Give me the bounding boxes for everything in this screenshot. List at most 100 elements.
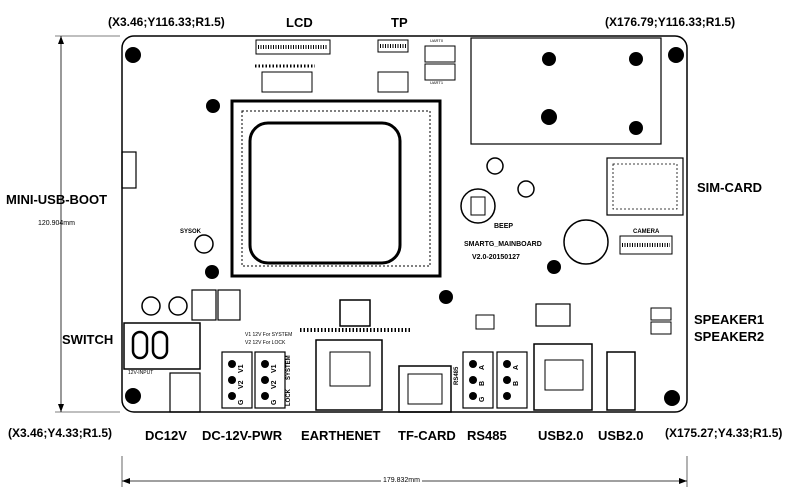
tf-card-inner bbox=[407, 373, 443, 405]
pin-label: V2 bbox=[271, 380, 278, 389]
switch-lever bbox=[131, 330, 149, 360]
relay bbox=[191, 289, 217, 321]
board-name: SMARTG_MAINBOARD bbox=[464, 241, 542, 248]
buzzer bbox=[460, 188, 496, 224]
label-earthenet: EARTHENET bbox=[301, 428, 381, 443]
dc-12v-pwr-terminal bbox=[221, 351, 253, 409]
pin-label: V1 bbox=[238, 364, 245, 373]
label-usb2-2: USB2.0 bbox=[598, 428, 644, 443]
capacitor bbox=[168, 296, 188, 316]
terminal-screw bbox=[228, 360, 236, 368]
silk-camera: CAMERA bbox=[633, 229, 660, 235]
width-dimension-label: 179.832mm bbox=[381, 477, 422, 484]
dc-jack bbox=[169, 372, 201, 413]
terminal-screw bbox=[469, 360, 477, 368]
dimension-arrow bbox=[58, 404, 64, 412]
dimension-arrow bbox=[122, 478, 130, 484]
ic-chip bbox=[535, 303, 571, 327]
speaker1-connector bbox=[650, 307, 672, 321]
mcu-chip bbox=[339, 299, 371, 327]
mount-hole-top-right bbox=[668, 47, 684, 63]
coord-top-left: (X3.46;Y116.33;R1.5) bbox=[108, 15, 225, 29]
header-block bbox=[261, 71, 313, 93]
silk-12v-input: 12V-INPUT bbox=[128, 370, 154, 376]
pin-label: B bbox=[513, 380, 520, 386]
lcd-inner-frame bbox=[241, 110, 431, 267]
terminal-screw bbox=[469, 392, 477, 400]
label-rs485: RS485 bbox=[467, 428, 507, 443]
gsm-module bbox=[470, 37, 662, 145]
silk-uart0: UART0 bbox=[430, 38, 444, 43]
label-speaker1: SPEAKER1 bbox=[694, 312, 765, 327]
pin-label: G bbox=[271, 399, 278, 405]
switch-lever bbox=[151, 330, 169, 360]
mount-hole bbox=[547, 260, 561, 274]
label-usb2-1: USB2.0 bbox=[538, 428, 584, 443]
ethernet-connector bbox=[315, 339, 383, 411]
gsm-hole bbox=[629, 52, 643, 66]
terminal-screw bbox=[503, 376, 511, 384]
silk-v1-12v: V1 12V For SYSTEM bbox=[245, 332, 293, 338]
terminal-screw bbox=[228, 376, 236, 384]
terminal-screw bbox=[469, 376, 477, 384]
header-block bbox=[377, 71, 409, 93]
ic-chip bbox=[475, 314, 495, 330]
tp-connector bbox=[377, 39, 409, 53]
label-speaker2: SPEAKER2 bbox=[694, 329, 765, 344]
capacitor bbox=[486, 157, 504, 175]
terminal-screw bbox=[503, 392, 511, 400]
silk-beep: BEEP bbox=[494, 223, 514, 230]
lcd-outline bbox=[230, 99, 442, 278]
terminal-screw bbox=[261, 376, 269, 384]
label-sim-card: SIM-CARD bbox=[697, 180, 762, 195]
pin-label: A bbox=[513, 364, 520, 370]
silk-rs485: RS485 bbox=[454, 366, 460, 385]
terminal-screw bbox=[261, 392, 269, 400]
rs485-terminal bbox=[496, 351, 528, 409]
usb-connector bbox=[606, 351, 636, 411]
mount-hole-bottom-right bbox=[664, 390, 680, 406]
dimension-arrow bbox=[58, 36, 64, 44]
buzzer-connector bbox=[470, 196, 486, 216]
pin-label: B bbox=[479, 380, 486, 386]
gsm-hole bbox=[542, 52, 556, 66]
label-switch: SWITCH bbox=[62, 332, 114, 347]
speaker2-connector bbox=[650, 321, 672, 335]
silk-system: SYSTEM bbox=[286, 355, 292, 380]
label-tf-card: TF-CARD bbox=[398, 428, 456, 443]
mount-hole bbox=[205, 265, 219, 279]
pin-label: G bbox=[479, 396, 486, 402]
terminal-screw bbox=[228, 392, 236, 400]
uart-connector bbox=[424, 63, 456, 81]
terminal-screw bbox=[261, 360, 269, 368]
silk-sysok: SYSOK bbox=[180, 229, 202, 235]
terminal-screw bbox=[503, 360, 511, 368]
board-version: V2.0-20150127 bbox=[472, 254, 520, 261]
switch-block bbox=[123, 322, 201, 370]
gsm-hole bbox=[629, 121, 643, 135]
lcd-connector bbox=[255, 39, 331, 55]
silk-uart1: UART1 bbox=[430, 80, 444, 85]
label-dc-12v-pwr: DC-12V-PWR bbox=[202, 428, 283, 443]
coord-top-right: (X176.79;Y116.33;R1.5) bbox=[605, 15, 736, 29]
capacitor bbox=[141, 296, 161, 316]
label-mini-usb-boot: MINI-USB-BOOT bbox=[6, 192, 108, 207]
uart-connector bbox=[424, 45, 456, 63]
pin-label: G bbox=[238, 399, 245, 405]
coord-bottom-left: (X3.46;Y4.33;R1.5) bbox=[8, 426, 113, 440]
silk-lock: LOCK bbox=[286, 389, 292, 406]
rs485-terminal bbox=[462, 351, 494, 409]
relay bbox=[217, 289, 241, 321]
capacitor bbox=[194, 234, 214, 254]
pin-label: A bbox=[479, 364, 486, 370]
label-tp: TP bbox=[391, 15, 408, 30]
mount-hole-top-left bbox=[125, 47, 141, 63]
height-dimension-label: 120.904mm bbox=[38, 220, 75, 227]
tf-card-slot bbox=[398, 365, 452, 413]
camera-connector bbox=[619, 235, 673, 255]
ethernet-port bbox=[329, 351, 371, 387]
mount-hole bbox=[439, 290, 453, 304]
sim-card-slot bbox=[612, 163, 678, 210]
usb-connector bbox=[533, 343, 593, 411]
